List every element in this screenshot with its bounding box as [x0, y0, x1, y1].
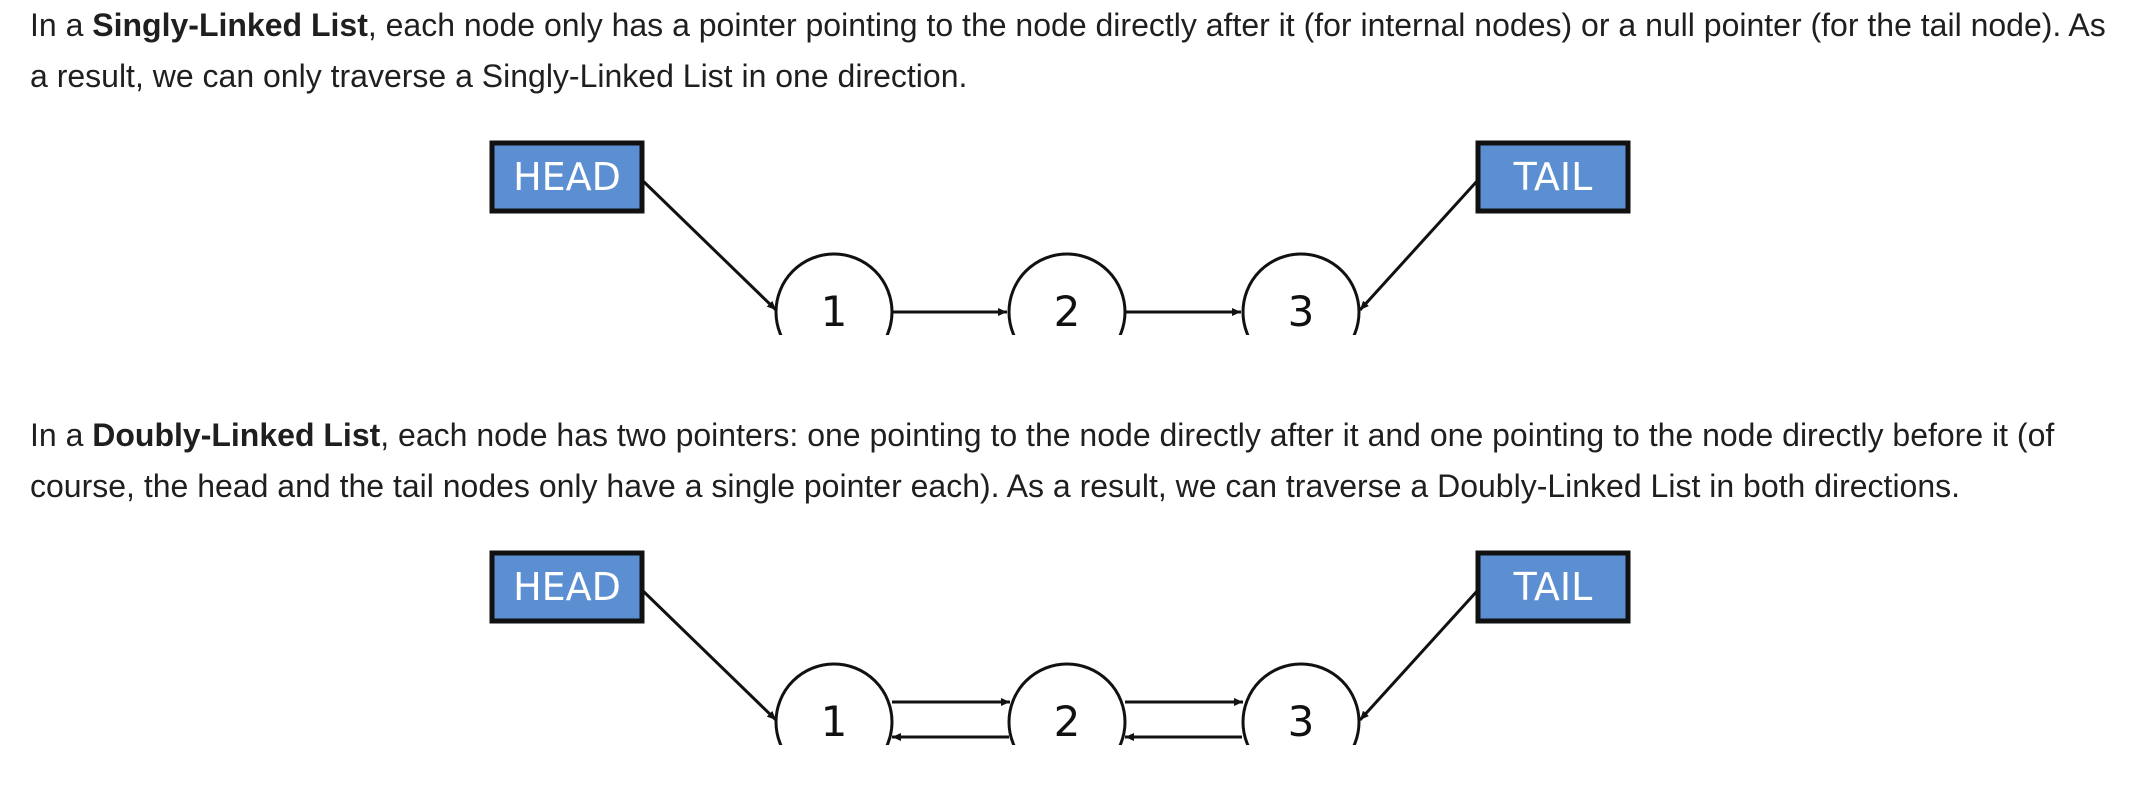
- tail-label: TAIL: [1513, 565, 1593, 609]
- head-pointer-arrow: [640, 178, 778, 312]
- list-node: 2: [1007, 662, 1127, 745]
- head-box: HEAD: [489, 550, 645, 624]
- tail-pointer-arrow: [1358, 588, 1480, 722]
- singly-linked-list-diagram: HEAD TAIL 1 2 3: [489, 140, 1631, 335]
- doubly-linked-list-term: Doubly-Linked List: [92, 417, 381, 453]
- list-node: 2: [1007, 252, 1127, 335]
- tail-box: TAIL: [1475, 550, 1631, 624]
- node-value: 3: [1288, 697, 1315, 745]
- tail-box: TAIL: [1475, 140, 1631, 214]
- list-node: 1: [774, 252, 894, 335]
- head-label: HEAD: [513, 155, 621, 199]
- list-node: 3: [1241, 252, 1361, 335]
- node-value: 1: [821, 287, 848, 335]
- list-node: 3: [1241, 662, 1361, 745]
- head-box: HEAD: [489, 140, 645, 214]
- paragraph-prefix: In a: [30, 417, 93, 453]
- singly-linked-list-term: Singly-Linked List: [92, 7, 368, 43]
- list-node: 1: [774, 662, 894, 745]
- head-label: HEAD: [513, 565, 621, 609]
- singly-linked-list-paragraph: In a Singly-Linked List, each node only …: [30, 0, 2110, 102]
- paragraph-text: , each node only has a pointer pointing …: [30, 7, 2106, 94]
- tail-label: TAIL: [1513, 155, 1593, 199]
- node-value: 2: [1054, 287, 1081, 335]
- doubly-linked-list-paragraph: In a Doubly-Linked List, each node has t…: [30, 410, 2110, 512]
- head-pointer-arrow: [640, 588, 778, 722]
- node-value: 1: [821, 697, 848, 745]
- tail-pointer-arrow: [1358, 178, 1480, 312]
- node-value: 2: [1054, 697, 1081, 745]
- node-value: 3: [1288, 287, 1315, 335]
- paragraph-text: , each node has two pointers: one pointi…: [30, 417, 2055, 504]
- doubly-linked-list-diagram: HEAD TAIL 1 2 3: [489, 550, 1631, 745]
- paragraph-prefix: In a: [30, 7, 93, 43]
